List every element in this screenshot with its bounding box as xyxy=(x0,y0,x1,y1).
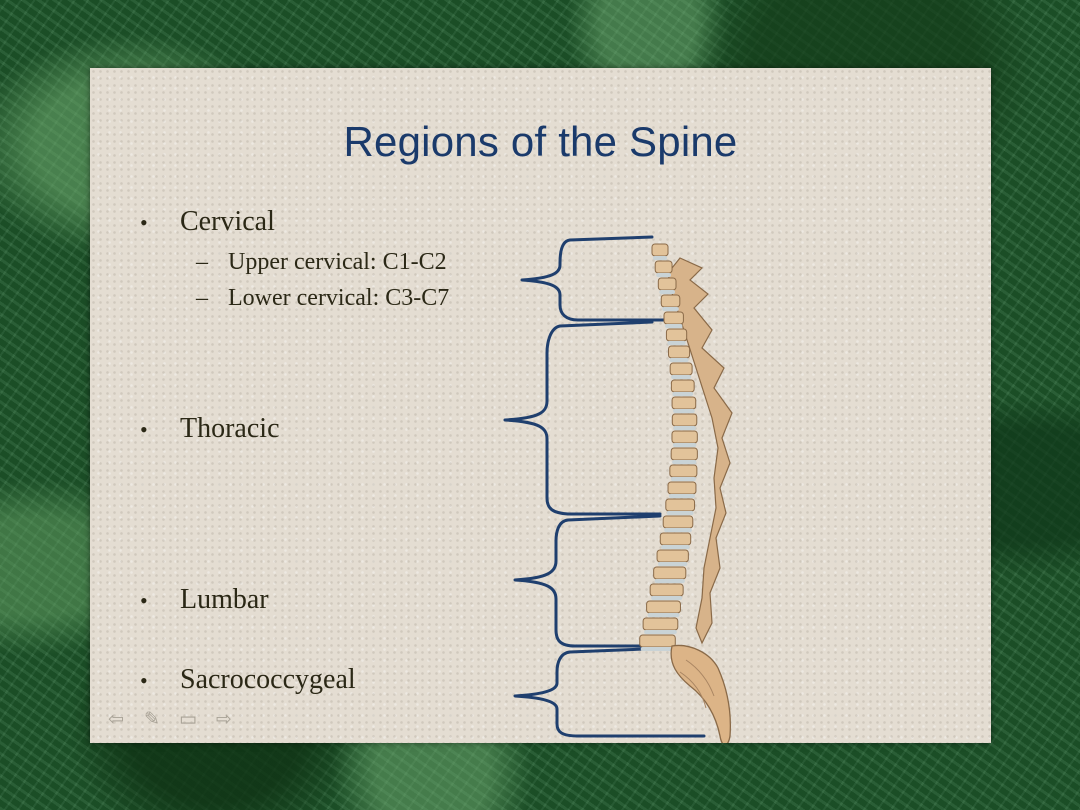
intervertebral-disc xyxy=(664,528,692,532)
pen-tool-icon[interactable]: ✎ xyxy=(144,708,160,730)
intervertebral-disc xyxy=(653,256,667,260)
spine-illustration xyxy=(503,235,733,743)
intervertebral-disc xyxy=(658,562,688,566)
vertebra xyxy=(670,447,698,461)
vertebra xyxy=(646,600,681,614)
intervertebral-disc xyxy=(664,324,683,328)
vertebra xyxy=(671,396,697,410)
prev-slide-arrow-icon[interactable]: ⇦ xyxy=(108,708,124,730)
bullet-lumbar: • Lumbar xyxy=(140,584,269,616)
bullet-label: Thoracic xyxy=(180,413,280,444)
cervical-bracket xyxy=(520,235,667,322)
vertebra xyxy=(660,294,681,308)
vertebra xyxy=(657,277,677,291)
vertebra xyxy=(669,464,698,478)
vertebra xyxy=(663,311,684,325)
bullet-symbol: • xyxy=(140,668,148,693)
intervertebral-disc xyxy=(671,375,692,379)
vertebra xyxy=(670,379,695,393)
intervertebral-disc xyxy=(669,494,695,498)
spinous-processes xyxy=(667,257,733,645)
intervertebral-disc xyxy=(647,613,680,617)
intervertebral-disc xyxy=(672,443,697,447)
vertebra xyxy=(642,617,679,631)
vertebra xyxy=(639,634,676,648)
intervertebral-disc xyxy=(654,579,685,583)
bullet-label: Sacrococcygeal xyxy=(180,664,356,695)
intervertebral-disc xyxy=(659,290,676,294)
vertebra xyxy=(653,566,687,580)
spine-column xyxy=(639,243,733,743)
intervertebral-disc xyxy=(644,630,677,634)
sub-bullet-label: Upper cervical: C1-C2 xyxy=(228,249,447,275)
vertebra xyxy=(668,345,691,359)
bullet-symbol: • xyxy=(140,210,148,235)
intervertebral-disc xyxy=(656,273,672,277)
bullet-thoracic: • Thoracic xyxy=(140,413,280,445)
intervertebral-disc xyxy=(666,511,694,515)
intervertebral-disc xyxy=(640,647,675,651)
intervertebral-disc xyxy=(669,358,689,362)
vertebra xyxy=(659,532,692,546)
slide-menu-icon[interactable]: ▭ xyxy=(179,708,197,730)
intervertebral-disc xyxy=(672,392,694,396)
slide-title: Regions of the Spine xyxy=(343,118,738,165)
lumbar-bracket xyxy=(513,514,662,648)
bullet-cervical: • Cervical xyxy=(140,206,275,238)
intervertebral-disc xyxy=(673,409,695,413)
vertebra xyxy=(662,515,694,529)
vertebra xyxy=(651,243,669,257)
intervertebral-disc xyxy=(670,477,696,481)
sub-bullet-upper-cervical: – Upper cervical: C1-C2 xyxy=(196,249,447,276)
bullet-symbol: • xyxy=(140,588,148,613)
sacrococcygeal-bracket xyxy=(513,646,706,738)
sub-bullet-symbol: – xyxy=(196,285,208,311)
bullet-label: Cervical xyxy=(180,206,275,237)
bullet-sacrococcygeal: • Sacrococcygeal xyxy=(140,664,356,696)
vertebra xyxy=(665,328,688,342)
intervertebral-disc xyxy=(651,596,683,600)
slide-nav: ⇦ ✎ ▭ ⇨ xyxy=(104,708,236,730)
sub-bullet-label: Lower cervical: C3-C7 xyxy=(228,285,450,311)
next-slide-arrow-icon[interactable]: ⇨ xyxy=(216,708,232,730)
intervertebral-disc xyxy=(672,460,697,464)
bullet-symbol: • xyxy=(140,417,148,442)
vertebra xyxy=(671,413,698,427)
sub-bullet-lower-cervical: – Lower cervical: C3-C7 xyxy=(196,285,449,312)
intervertebral-disc xyxy=(662,307,679,311)
intervertebral-disc xyxy=(667,341,686,345)
vertebra xyxy=(671,430,698,444)
intervertebral-disc xyxy=(673,426,696,430)
bullet-label: Lumbar xyxy=(180,584,269,615)
vertebra xyxy=(649,583,684,597)
vertebra xyxy=(667,481,697,495)
slide: Regions of the Spine • Cervical – Upper … xyxy=(90,68,991,743)
vertebra xyxy=(656,549,689,563)
vertebra xyxy=(669,362,693,376)
vertebra xyxy=(654,260,673,274)
sub-bullet-symbol: – xyxy=(196,249,208,275)
thoracic-bracket xyxy=(503,320,662,516)
vertebra xyxy=(665,498,696,512)
intervertebral-disc xyxy=(661,545,690,549)
